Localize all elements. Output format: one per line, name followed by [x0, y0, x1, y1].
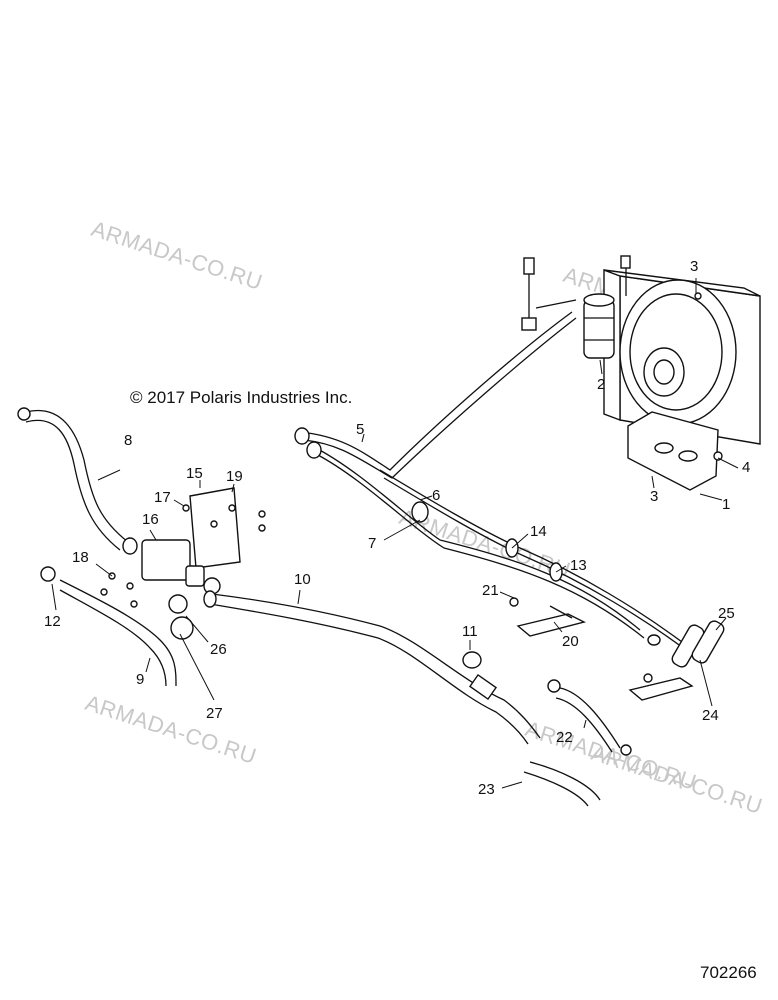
callout-25: 25 — [718, 605, 735, 622]
ac-lines — [294, 299, 695, 657]
callout-16: 16 — [142, 511, 159, 528]
hose-9 — [40, 566, 177, 687]
callout-12: 12 — [44, 613, 61, 630]
callout-18: 18 — [72, 549, 89, 566]
condenser-assembly — [603, 255, 761, 445]
hose-23 — [523, 761, 601, 807]
callout-10: 10 — [294, 571, 311, 588]
callout-27: 27 — [206, 705, 223, 722]
callout-19: 19 — [226, 468, 243, 485]
callout-3: 3 — [650, 488, 658, 505]
callout-11: 11 — [462, 623, 478, 640]
mounting-bracket — [627, 411, 719, 491]
callout-22: 22 — [556, 729, 573, 746]
callout-13: 13 — [570, 557, 587, 574]
callout-21: 21 — [482, 582, 499, 599]
callout-5: 5 — [356, 421, 364, 438]
document-number: 702266 — [700, 963, 757, 982]
copyright-notice: © 2017 Polaris Industries Inc. — [130, 388, 353, 407]
callout-8: 8 — [124, 432, 132, 449]
clamp-11 — [462, 651, 482, 669]
hose-22 — [547, 679, 632, 756]
bracket-20 — [516, 605, 586, 637]
pressure-switch — [521, 257, 537, 331]
callout-7: 7 — [368, 535, 376, 552]
hose-8 — [17, 407, 138, 555]
callout-4: 4 — [742, 459, 750, 476]
callout-23: 23 — [478, 781, 495, 798]
callout-15: 15 — [186, 465, 203, 482]
callout-20: 20 — [562, 633, 579, 650]
callout-9: 9 — [136, 671, 144, 688]
bracket-lower — [628, 677, 694, 701]
callout-1: 1 — [722, 496, 730, 513]
end-fittings — [647, 620, 725, 668]
hose-10 — [203, 590, 541, 745]
callout-24: 24 — [702, 707, 719, 724]
fasteners — [100, 292, 723, 683]
callout-14: 14 — [530, 523, 547, 540]
heater-valve — [141, 487, 241, 640]
callout-3: 3 — [690, 258, 698, 275]
receiver-drier — [583, 293, 615, 359]
callout-6: 6 — [432, 487, 440, 504]
leader-lines — [51, 278, 739, 789]
callout-17: 17 — [154, 489, 171, 506]
callouts: 1 2 3 3 4 5 6 7 8 9 10 11 12 13 14 15 16… — [44, 258, 750, 798]
callout-26: 26 — [210, 641, 227, 658]
callout-2: 2 — [597, 376, 605, 393]
